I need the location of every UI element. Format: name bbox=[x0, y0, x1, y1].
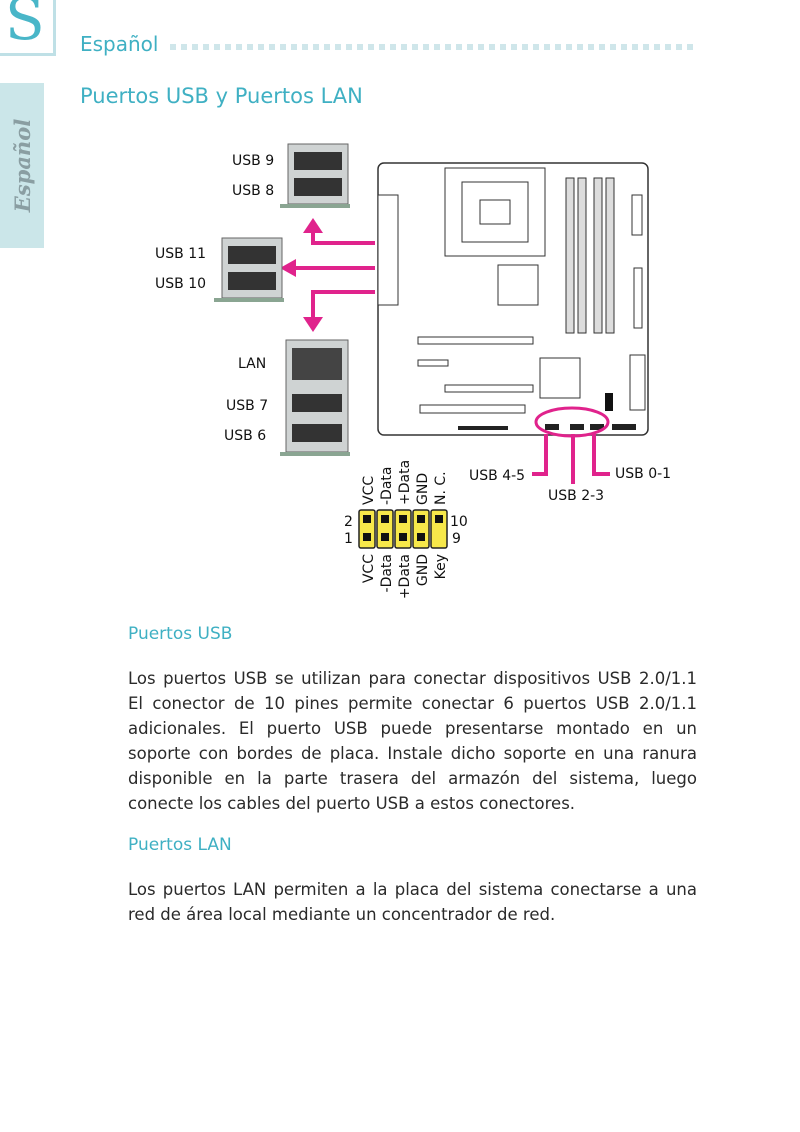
motherboard bbox=[377, 162, 649, 438]
chapter-letter: S bbox=[5, 0, 45, 53]
usb-section-paragraph: Los puertos USB se utilizan para conecta… bbox=[128, 666, 697, 816]
chapter-box: S bbox=[0, 0, 56, 56]
pin-10-label: 10 bbox=[450, 514, 468, 530]
text-line: Los puertos USB se utilizan para conecta… bbox=[128, 669, 697, 688]
pin-2-label: 2 bbox=[344, 514, 353, 530]
usb-section-heading: Puertos USB bbox=[128, 624, 233, 644]
usb-lan-diagram: USB 9 USB 8 USB 11 USB 10 LAN USB 7 USB … bbox=[155, 143, 671, 599]
label-usb9: USB 9 bbox=[232, 153, 274, 169]
label-usb23: USB 2-3 bbox=[548, 488, 604, 504]
lan-section-heading: Puertos LAN bbox=[128, 835, 232, 855]
page-title: Puertos USB y Puertos LAN bbox=[80, 84, 363, 108]
usb-pin-header: 2 1 10 9 VCC -Data +Data GND N. C. VCC -… bbox=[344, 460, 468, 599]
text-line: El conector de 10 pines permite conectar… bbox=[128, 694, 697, 713]
text-line: Los puertos LAN permiten a la placa del … bbox=[128, 880, 697, 899]
label-usb6: USB 6 bbox=[224, 428, 266, 444]
pin-top-label: N. C. bbox=[433, 471, 449, 505]
lan-usb-connector bbox=[280, 339, 350, 456]
pin-bottom-label: GND bbox=[415, 554, 431, 586]
text-line: soporte con bordes de placa. Instale dic… bbox=[128, 744, 697, 763]
text-line: red de área local mediante un concentrad… bbox=[128, 905, 556, 924]
pin-top-label: -Data bbox=[379, 467, 395, 505]
header-dotted-rule bbox=[170, 44, 696, 50]
label-usb45: USB 4-5 bbox=[469, 468, 525, 484]
pin-bottom-label: +Data bbox=[397, 554, 413, 599]
pin-9-label: 9 bbox=[452, 531, 461, 547]
pin-bottom-label: VCC bbox=[361, 554, 377, 583]
lan-section-paragraph: Los puertos LAN permiten a la placa del … bbox=[128, 877, 697, 927]
pin-bottom-label: Key bbox=[433, 554, 449, 579]
label-usb7: USB 7 bbox=[226, 398, 268, 414]
text-line: disponible en la parte trasera del armaz… bbox=[128, 769, 697, 788]
text-line: conecte los cables del puerto USB a esto… bbox=[128, 794, 576, 813]
pin-bottom-label: -Data bbox=[379, 554, 395, 592]
pointer-arrows bbox=[295, 232, 610, 484]
side-tab: Español bbox=[0, 83, 44, 248]
text-line: adicionales. El puerto USB puede present… bbox=[128, 719, 697, 738]
label-lan: LAN bbox=[238, 356, 266, 372]
label-usb8: USB 8 bbox=[232, 183, 274, 199]
usb-connector-9-8 bbox=[280, 143, 350, 208]
pin-top-label: +Data bbox=[397, 460, 413, 505]
usb-connector-11-10 bbox=[214, 237, 284, 302]
label-usb11: USB 11 bbox=[155, 246, 206, 262]
label-usb01: USB 0-1 bbox=[615, 466, 671, 482]
pin-top-label: VCC bbox=[361, 476, 377, 505]
section-header: Español bbox=[80, 32, 159, 56]
pin-1-label: 1 bbox=[344, 531, 353, 547]
pin-top-label: GND bbox=[415, 473, 431, 505]
label-usb10: USB 10 bbox=[155, 276, 206, 292]
